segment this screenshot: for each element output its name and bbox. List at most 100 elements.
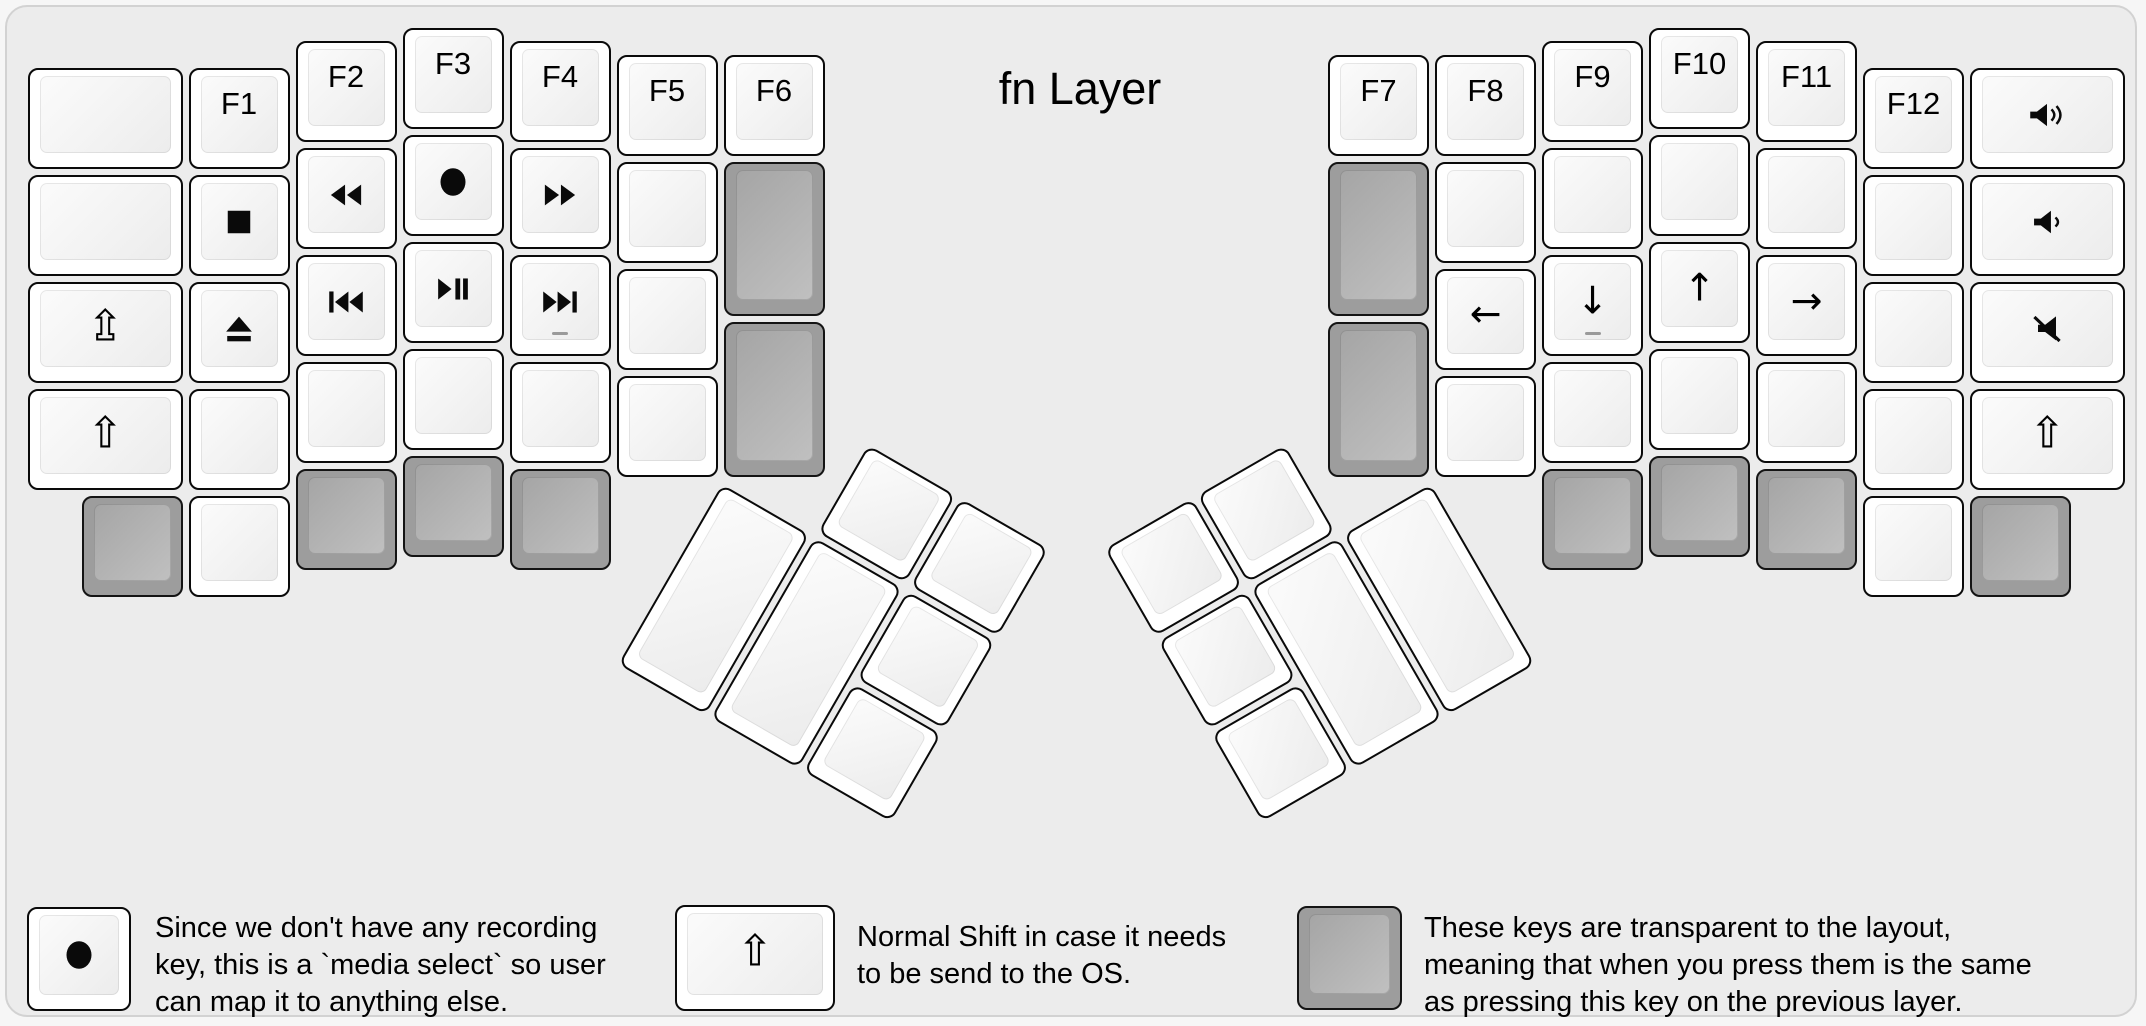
key-f11[interactable]: F11	[1756, 41, 1857, 143]
key-arrow-down[interactable]: ↓	[1542, 255, 1643, 357]
key-label: F12	[1886, 86, 1941, 122]
key-record[interactable]	[402, 135, 504, 236]
key-f8[interactable]: F8	[1435, 54, 1536, 156]
keycap-top	[1768, 370, 1845, 448]
key-f5[interactable]: F5	[616, 54, 718, 156]
legend-text-line: as pressing this key on the previous lay…	[1424, 986, 1963, 1018]
key-blank-l4[interactable]	[295, 362, 397, 464]
keycap-top: ⇧	[687, 913, 823, 995]
key-label: F8	[1467, 72, 1504, 108]
legend-text-line: can map it to anything else.	[155, 986, 509, 1018]
key-label: F4	[541, 59, 579, 95]
keycap-top: ⇫	[40, 290, 171, 368]
keycap-top: F8	[1447, 62, 1524, 140]
key-caps-lock[interactable]: ⇫	[28, 282, 183, 384]
key-label: ⇫	[87, 300, 124, 351]
key-next-track[interactable]	[509, 255, 611, 357]
key-label: ⇧	[87, 407, 124, 458]
key-legend-shift: ⇧	[675, 905, 835, 1011]
key-blank-r2[interactable]	[1435, 375, 1536, 477]
key-blank-l8[interactable]	[616, 268, 718, 370]
key-blank-l10[interactable]	[188, 496, 290, 598]
keycap-top: F9	[1554, 49, 1631, 127]
key-blank-r12[interactable]	[1863, 496, 1964, 598]
legend-text-line: These keys are transparent to the layout…	[1424, 912, 1952, 944]
key-blank-r6[interactable]	[1649, 349, 1750, 450]
key-blank-r4[interactable]	[1542, 362, 1643, 464]
key-label: ↓	[1576, 278, 1609, 323]
key-prev-track[interactable]	[295, 255, 397, 357]
key-blank-r9[interactable]	[1863, 175, 1964, 277]
key-label: F1	[220, 86, 258, 122]
keycap-top	[1661, 357, 1738, 434]
key-blank-r8[interactable]	[1756, 362, 1857, 464]
key-transparent-r1[interactable]	[1328, 161, 1429, 317]
key-blank-l1[interactable]	[28, 68, 183, 170]
key-f3[interactable]: F3	[402, 28, 504, 129]
key-transparent-l2[interactable]	[723, 322, 825, 477]
key-shift-left[interactable]: ⇧	[28, 389, 183, 491]
key-transparent-l6[interactable]	[509, 469, 611, 571]
key-transparent-r3[interactable]	[1542, 469, 1643, 571]
keycap-top	[521, 263, 599, 341]
legend-text-line: Normal Shift in case it needs	[857, 921, 1227, 953]
key-label: →	[1790, 278, 1823, 323]
key-f2[interactable]: F2	[295, 41, 397, 143]
key-f12[interactable]: F12	[1863, 68, 1964, 170]
key-volume-up[interactable]	[1970, 68, 2125, 170]
key-transparent-l4[interactable]	[295, 469, 397, 571]
key-blank-r5[interactable]	[1649, 135, 1750, 236]
key-blank-l3[interactable]	[188, 389, 290, 491]
key-f4[interactable]: F4	[509, 41, 611, 143]
key-transparent-r6[interactable]	[1970, 496, 2071, 598]
key-blank-r7[interactable]	[1756, 148, 1857, 250]
keycap-top: F5	[628, 62, 706, 140]
key-blank-l2[interactable]	[28, 175, 183, 277]
key-f7[interactable]: F7	[1328, 54, 1429, 156]
key-play-pause[interactable]	[402, 242, 504, 343]
key-f1[interactable]: F1	[188, 68, 290, 170]
keycap-top	[307, 477, 385, 555]
key-stop[interactable]	[188, 175, 290, 277]
mute-icon	[2032, 314, 2062, 344]
key-transparent-r5[interactable]	[1756, 469, 1857, 571]
key-f6[interactable]: F6	[723, 54, 825, 156]
key-volume-down[interactable]	[1970, 175, 2125, 277]
key-transparent-r4[interactable]	[1649, 456, 1750, 557]
keycap-top: F7	[1340, 62, 1417, 140]
key-blank-l6[interactable]	[509, 362, 611, 464]
key-arrow-left[interactable]: ←	[1435, 268, 1536, 370]
key-label: F10	[1672, 46, 1727, 81]
key-eject[interactable]	[188, 282, 290, 384]
key-fast-forward[interactable]	[509, 148, 611, 250]
key-transparent-l5[interactable]	[402, 456, 504, 557]
key-blank-r1[interactable]	[1435, 161, 1536, 263]
key-mute[interactable]	[1970, 282, 2125, 384]
key-arrow-up[interactable]: ↑	[1649, 242, 1750, 343]
keycap-top	[1661, 143, 1738, 220]
keycap-top	[1982, 290, 2113, 368]
key-arrow-right[interactable]: →	[1756, 255, 1857, 357]
key-blank-l5[interactable]	[402, 349, 504, 450]
key-rewind[interactable]	[295, 148, 397, 250]
keycap-top	[1554, 156, 1631, 234]
key-blank-l9[interactable]	[616, 375, 718, 477]
keycap-top	[1554, 477, 1631, 555]
keycap-top	[93, 504, 171, 582]
keycap-top	[414, 143, 492, 220]
record-icon	[438, 166, 468, 197]
key-transparent-r2[interactable]	[1328, 322, 1429, 477]
key-blank-l7[interactable]	[616, 161, 718, 263]
key-transparent-l3[interactable]	[81, 496, 183, 598]
key-shift-right[interactable]: ⇧	[1970, 389, 2125, 491]
key-blank-r10[interactable]	[1863, 282, 1964, 384]
homing-bar	[1584, 332, 1601, 336]
keycap-top	[1447, 383, 1524, 461]
key-transparent-l1[interactable]	[723, 161, 825, 317]
key-f10[interactable]: F10	[1649, 28, 1750, 129]
key-blank-r11[interactable]	[1863, 389, 1964, 491]
key-f9[interactable]: F9	[1542, 41, 1643, 143]
key-blank-r3[interactable]	[1542, 148, 1643, 250]
